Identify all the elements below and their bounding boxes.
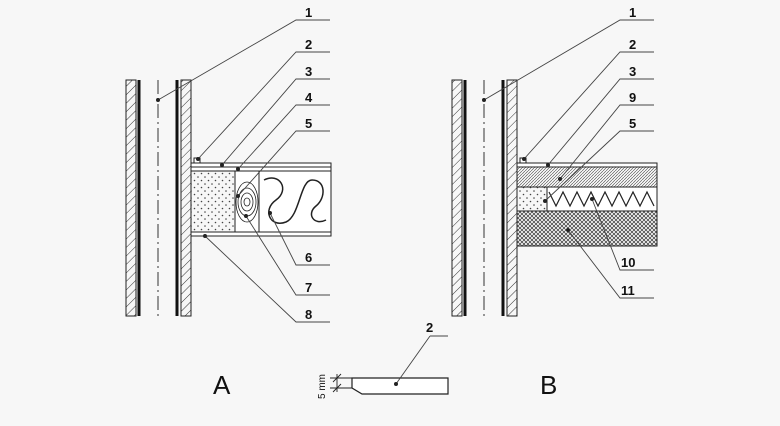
callout-labels-a: 1 2 3 4 5 6 7 8: [305, 5, 313, 322]
callout-a-2: 2: [305, 37, 312, 52]
detail-a: 1 2 3 4 5 6 7 8 A: [125, 5, 332, 400]
callout-b-5: 5: [629, 116, 636, 131]
callout-b-10: 10: [621, 255, 635, 270]
floor-b: [516, 157, 658, 247]
detail-b: 1 2 3 9 5 10 11 B: [451, 5, 658, 400]
callout-a-6: 6: [305, 250, 312, 265]
callout-labels-b: 1 2 3 9 5 10 11: [621, 5, 636, 298]
callout-a-8: 8: [305, 307, 312, 322]
timber-joist-a: [234, 170, 260, 233]
callout-a-1: 1: [305, 5, 312, 20]
floor-finish-b: [516, 162, 658, 168]
callout-detail-2: 2: [426, 320, 433, 335]
callout-a-3: 3: [305, 64, 312, 79]
bottom-board-a: [190, 231, 332, 237]
label-b: B: [540, 370, 557, 400]
leaders-b: [483, 19, 654, 299]
callout-a-7: 7: [305, 280, 312, 295]
callout-b-9: 9: [629, 90, 636, 105]
screed-layer-b: [516, 166, 658, 188]
detail-element-2: 2 5 mm: [317, 320, 449, 399]
timber-grain-a: [235, 181, 259, 223]
leader-dots-b: [482, 98, 594, 232]
concrete-slab-b: [516, 210, 658, 247]
dimension-label: 5 mm: [317, 374, 328, 399]
dimension-marker: [330, 373, 352, 393]
callout-b-11: 11: [621, 283, 635, 298]
insulation-b: [546, 186, 658, 212]
callout-b-3: 3: [629, 64, 636, 79]
insulation-wave-a: [263, 177, 327, 224]
callout-a-5: 5: [305, 116, 312, 131]
perimeter-filler-b: [516, 186, 548, 212]
callout-b-1: 1: [629, 5, 636, 20]
wall-b: [451, 79, 518, 317]
callout-b-2: 2: [629, 37, 636, 52]
floor-finish-a: [190, 162, 332, 168]
insulation-zigzag-b: [548, 190, 655, 208]
callout-a-4: 4: [305, 90, 313, 105]
floor-a: [190, 157, 332, 237]
leaders-a: [157, 19, 330, 323]
perimeter-filler-a: [190, 170, 236, 233]
wall-a: [125, 79, 192, 317]
leader-dots-a: [156, 98, 272, 238]
label-a: A: [213, 370, 231, 400]
skirting-profile: [351, 377, 449, 395]
